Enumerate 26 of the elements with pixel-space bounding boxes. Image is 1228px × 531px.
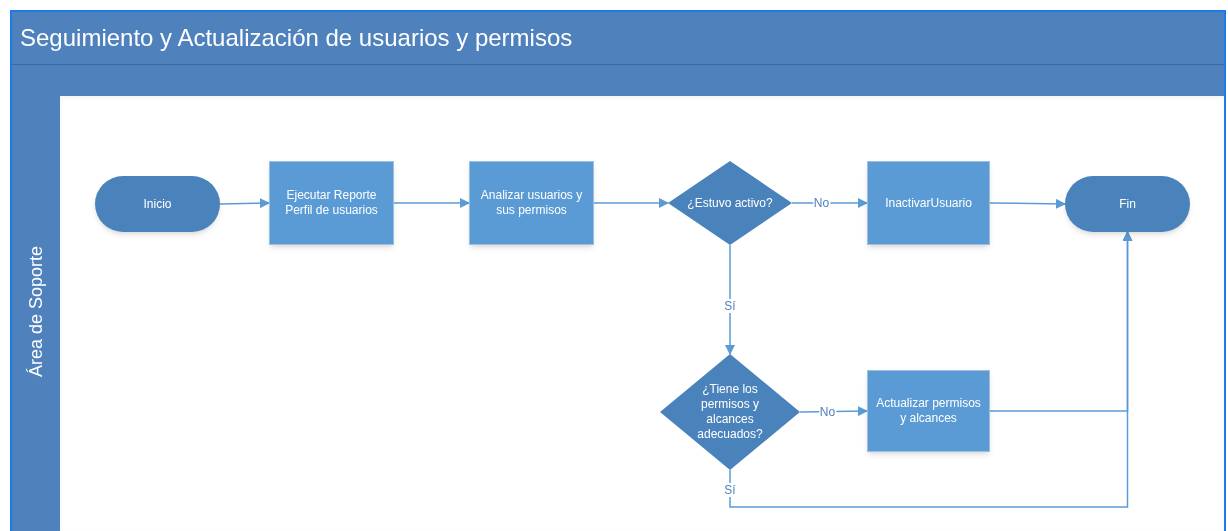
connector-arrow — [729, 231, 1133, 508]
terminal-pill — [95, 176, 220, 232]
node-text: InactivarUsuario — [884, 195, 973, 211]
process-box — [867, 370, 990, 452]
process-box — [269, 161, 394, 245]
connector-arrow — [725, 244, 735, 355]
lane-label: Área de Soporte — [24, 246, 47, 378]
connector-arrow — [219, 198, 270, 209]
node-text: Inicio — [142, 196, 173, 212]
connector-arrow — [393, 198, 470, 208]
connector-arrow — [593, 198, 669, 208]
node-text: Analizar usuarios y sus permisos — [479, 188, 584, 218]
decision-diamond — [668, 161, 792, 245]
diagram-title: Seguimiento y Actualización de usuarios y permisos — [20, 23, 573, 53]
node-text: ¿Estuvo activo? — [686, 195, 774, 211]
node-text: Ejecutar Reporte Perfil de usuarios — [284, 188, 379, 218]
decision-diamond — [660, 354, 800, 470]
terminal-pill — [1065, 176, 1190, 232]
node-text: ¿Tiene los permisos y alcances adecuados? — [696, 382, 764, 442]
process-box — [469, 161, 594, 245]
process-box — [867, 161, 990, 245]
node-text: Fin — [1118, 196, 1137, 212]
edge-label: Sí — [723, 483, 737, 497]
node-text: Actualizar permisos y alcances — [875, 396, 982, 426]
connector-arrow — [989, 198, 1066, 209]
connector-arrow — [791, 198, 868, 208]
